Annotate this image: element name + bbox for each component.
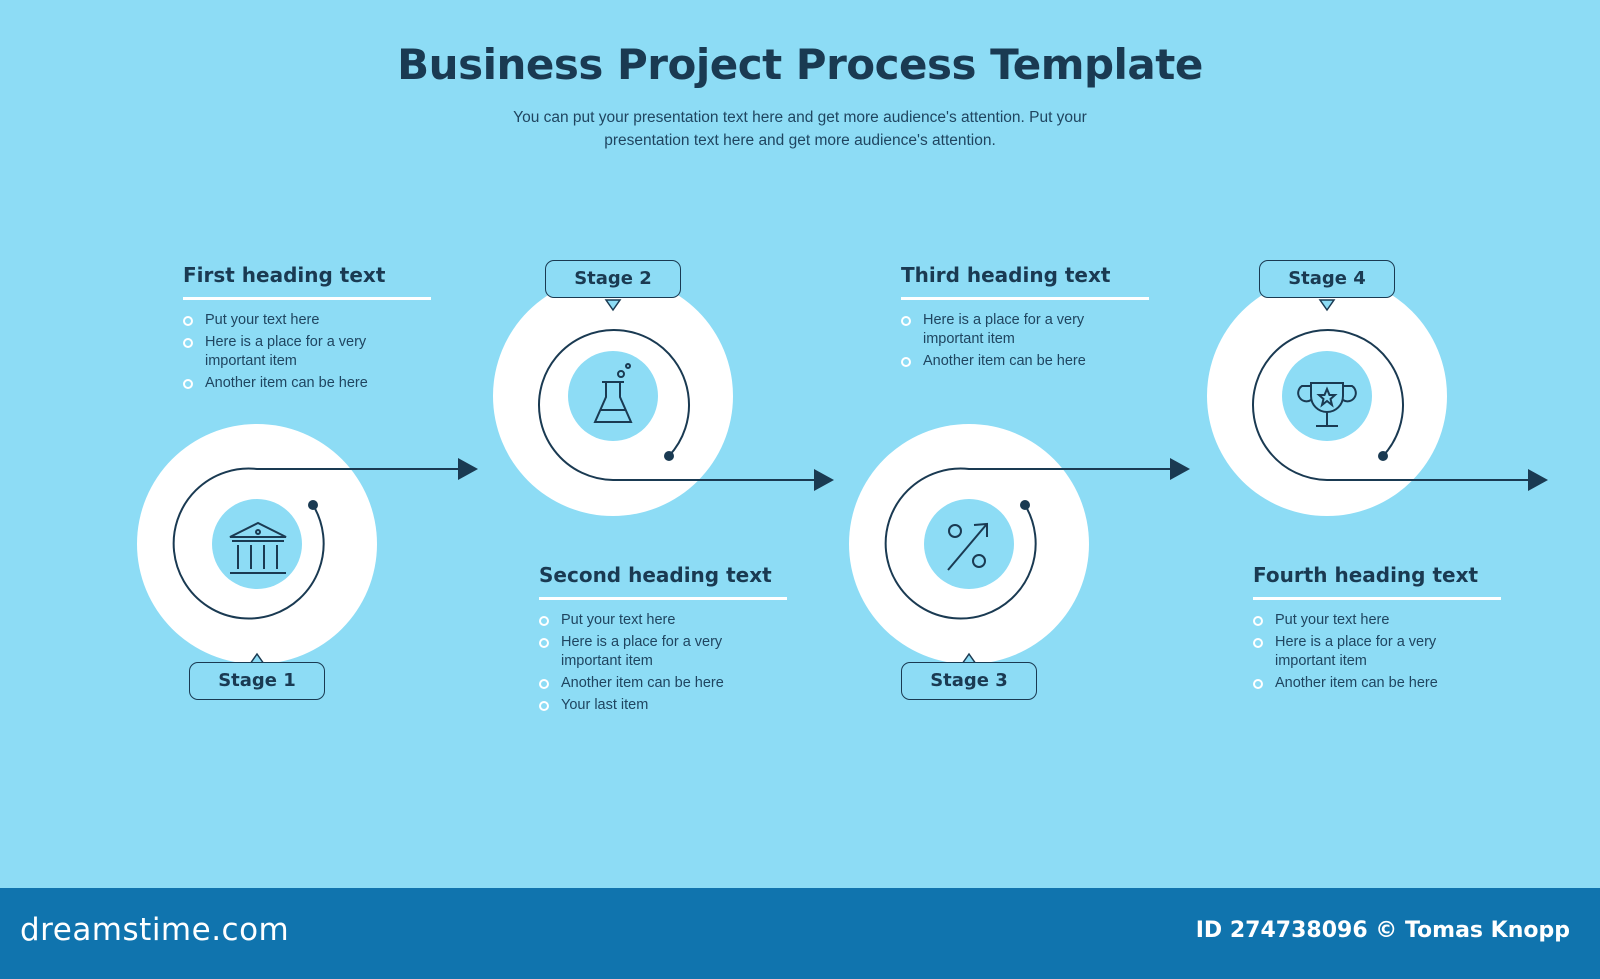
- arrow-1-head: [458, 458, 478, 480]
- list-item: Another item can be here: [1253, 674, 1483, 693]
- stage-3-list: Here is a place for a very important ite…: [901, 311, 1131, 374]
- image-credit: ID 274738096 © Tomas Knopp: [1195, 918, 1570, 943]
- stage-4-icon-bg: [1282, 351, 1372, 441]
- list-item: Another item can be here: [901, 352, 1131, 371]
- bank-icon: [229, 521, 287, 574]
- stage-3-dot: [1020, 500, 1030, 510]
- stage-3-rule: [901, 297, 1149, 300]
- stage-2-rule: [539, 597, 787, 600]
- stage-2-dot: [664, 451, 674, 461]
- stage-1-rule: [183, 297, 431, 300]
- stage-3-connector: [884, 467, 1170, 620]
- stage-1-label: Stage 1: [189, 662, 325, 700]
- page-subtitle: You can put your presentation text here …: [513, 109, 1087, 149]
- stage-1-list: Put your text here Here is a place for a…: [183, 311, 413, 396]
- list-item: Your last item: [539, 696, 769, 715]
- process-flow-diagram: [137, 276, 1548, 665]
- stage-4-rule: [1253, 597, 1501, 600]
- arrow-4-head: [1528, 469, 1548, 491]
- trophy-icon: [1297, 382, 1357, 427]
- stage-1-heading: First heading text: [183, 263, 386, 287]
- stage-4-heading: Fourth heading text: [1253, 563, 1479, 587]
- list-item: Put your text here: [539, 611, 769, 630]
- stage-4-label: Stage 4: [1259, 260, 1395, 298]
- list-item: Here is a place for a very important ite…: [539, 633, 769, 671]
- list-item: Here is a place for a very important ite…: [1253, 633, 1483, 671]
- stage-2-connector: [538, 329, 815, 481]
- list-item: Put your text here: [1253, 611, 1483, 630]
- infographic-canvas: Business Project Process Template You ca…: [137, 40, 1548, 718]
- list-item: Put your text here: [183, 311, 413, 330]
- list-item: Here is a place for a very important ite…: [901, 311, 1131, 349]
- list-item: Another item can be here: [539, 674, 769, 693]
- brand-logo: dreamstime.com: [20, 912, 290, 948]
- stage-3-label: Stage 3: [901, 662, 1037, 700]
- list-item: Another item can be here: [183, 374, 413, 393]
- arrow-2-head: [814, 469, 834, 491]
- stage-4-tag-pointer: [1318, 299, 1336, 312]
- stage-3-heading: Third heading text: [901, 263, 1111, 287]
- footer-bar: dreamstime.com ID 274738096 © Tomas Knop…: [0, 888, 1600, 979]
- stage-1-connector: [172, 467, 460, 620]
- stage-4-list: Put your text here Here is a place for a…: [1253, 611, 1483, 696]
- stage-4-dot: [1378, 451, 1388, 461]
- stage-2-tag-pointer: [604, 299, 622, 312]
- stage-2-list: Put your text here Here is a place for a…: [539, 611, 769, 718]
- list-item: Here is a place for a very important ite…: [183, 333, 413, 371]
- stage-2-heading: Second heading text: [539, 563, 772, 587]
- stage-2-icon-bg: [568, 351, 658, 441]
- stage-4-connector: [1252, 329, 1530, 481]
- stage-2-label: Stage 2: [545, 260, 681, 298]
- page-title: Business Project Process Template: [397, 40, 1203, 89]
- stage-1-dot: [308, 500, 318, 510]
- percent-growth-icon: [947, 522, 988, 571]
- stage-1-icon-bg: [212, 499, 302, 589]
- flask-icon: [593, 363, 633, 423]
- arrow-3-head: [1170, 458, 1190, 480]
